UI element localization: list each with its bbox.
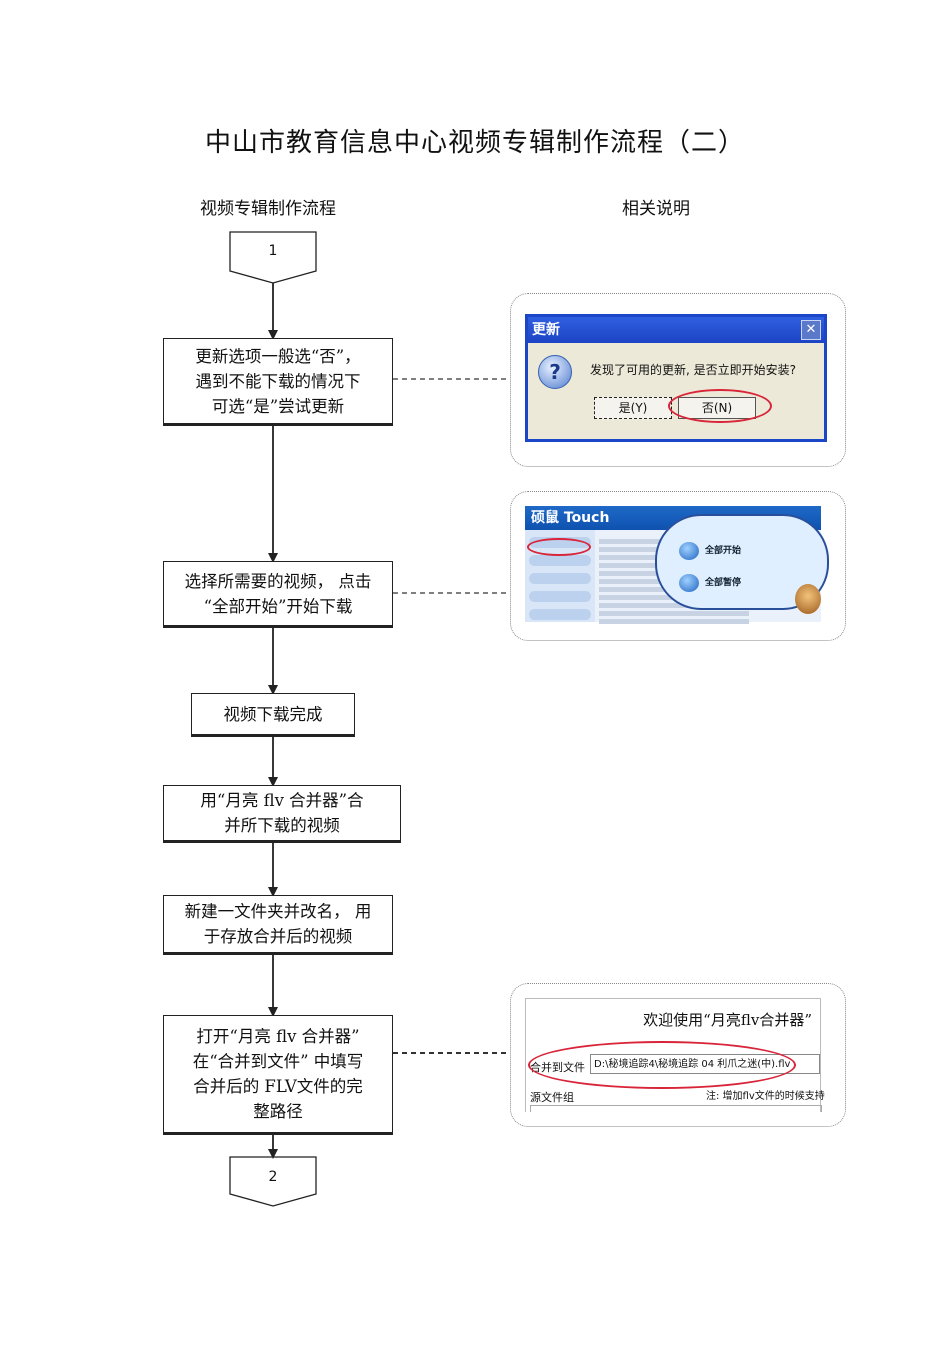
- highlight-path-ring: [528, 1041, 796, 1089]
- step-select-video: 选择所需要的视频， 点击 “全部开始”开始下载: [163, 561, 393, 628]
- dialog-message: 发现了可用的更新, 是否立即开始安装?: [590, 363, 796, 377]
- step-download-done: 视频下载完成: [191, 693, 355, 737]
- dialog-titlebar: 更新 ✕: [528, 317, 824, 343]
- pause-icon: [679, 574, 699, 592]
- offpage-connector-end: [229, 1156, 317, 1207]
- flow-column-heading: 视频专辑制作流程: [200, 199, 336, 219]
- play-icon: [679, 542, 699, 560]
- step-fill-path: 打开“月亮 flv 合并器” 在“合并到文件” 中填写 合并后的 FLV文件的完…: [163, 1015, 393, 1135]
- page-title: 中山市教育信息中心视频专辑制作流程（二）: [204, 128, 745, 158]
- start-connector-label: 1: [268, 243, 278, 259]
- close-icon: ✕: [801, 320, 821, 340]
- end-connector-label: 2: [268, 1169, 278, 1185]
- note-screenshot-update: 更新 ✕ ? 发现了可用的更新, 是否立即开始安装? 是(Y) 否(N): [510, 293, 846, 467]
- notes-column-heading: 相关说明: [622, 199, 690, 219]
- question-icon: ?: [538, 355, 572, 389]
- highlight-no-ring: [668, 389, 772, 423]
- merger-note: 注: 增加flv文件的时候支持: [706, 1091, 825, 1102]
- source-files-label: 源文件组: [530, 1091, 574, 1104]
- offpage-connector-start: [229, 231, 317, 284]
- yes-button: 是(Y): [594, 397, 672, 419]
- step-merge-videos: 用“月亮 flv 合并器”合 并所下载的视频: [163, 785, 401, 843]
- merger-welcome: 欢迎使用“月亮flv合并器”: [643, 1011, 812, 1029]
- dialog-title: 更新: [532, 322, 560, 338]
- highlight-sidebar-ring: [527, 538, 591, 556]
- merger-app-window: 欢迎使用“月亮flv合并器” 合并到文件 D:\秘境追踪4\秘境追踪 04 利爪…: [525, 998, 825, 1112]
- step-new-folder: 新建一文件夹并改名， 用 于存放合并后的视频: [163, 895, 393, 955]
- update-dialog: 更新 ✕ ? 发现了可用的更新, 是否立即开始安装? 是(Y) 否(N): [525, 314, 827, 442]
- source-files-area: [530, 1105, 822, 1112]
- pause-all-button: 全部暂停: [679, 574, 741, 592]
- note-screenshot-download: 硕鼠 Touch 全部开始 全部暂停: [510, 491, 846, 641]
- mascot-icon: [795, 584, 821, 614]
- step-update-choice: 更新选项一般选“否”， 遇到不能下载的情况下 可选“是”尝试更新: [163, 338, 393, 426]
- note-screenshot-merger: 欢迎使用“月亮flv合并器” 合并到文件 D:\秘境追踪4\秘境追踪 04 利爪…: [510, 983, 846, 1127]
- touch-app-window: 硕鼠 Touch 全部开始 全部暂停: [525, 506, 829, 624]
- start-all-button: 全部开始: [679, 542, 741, 560]
